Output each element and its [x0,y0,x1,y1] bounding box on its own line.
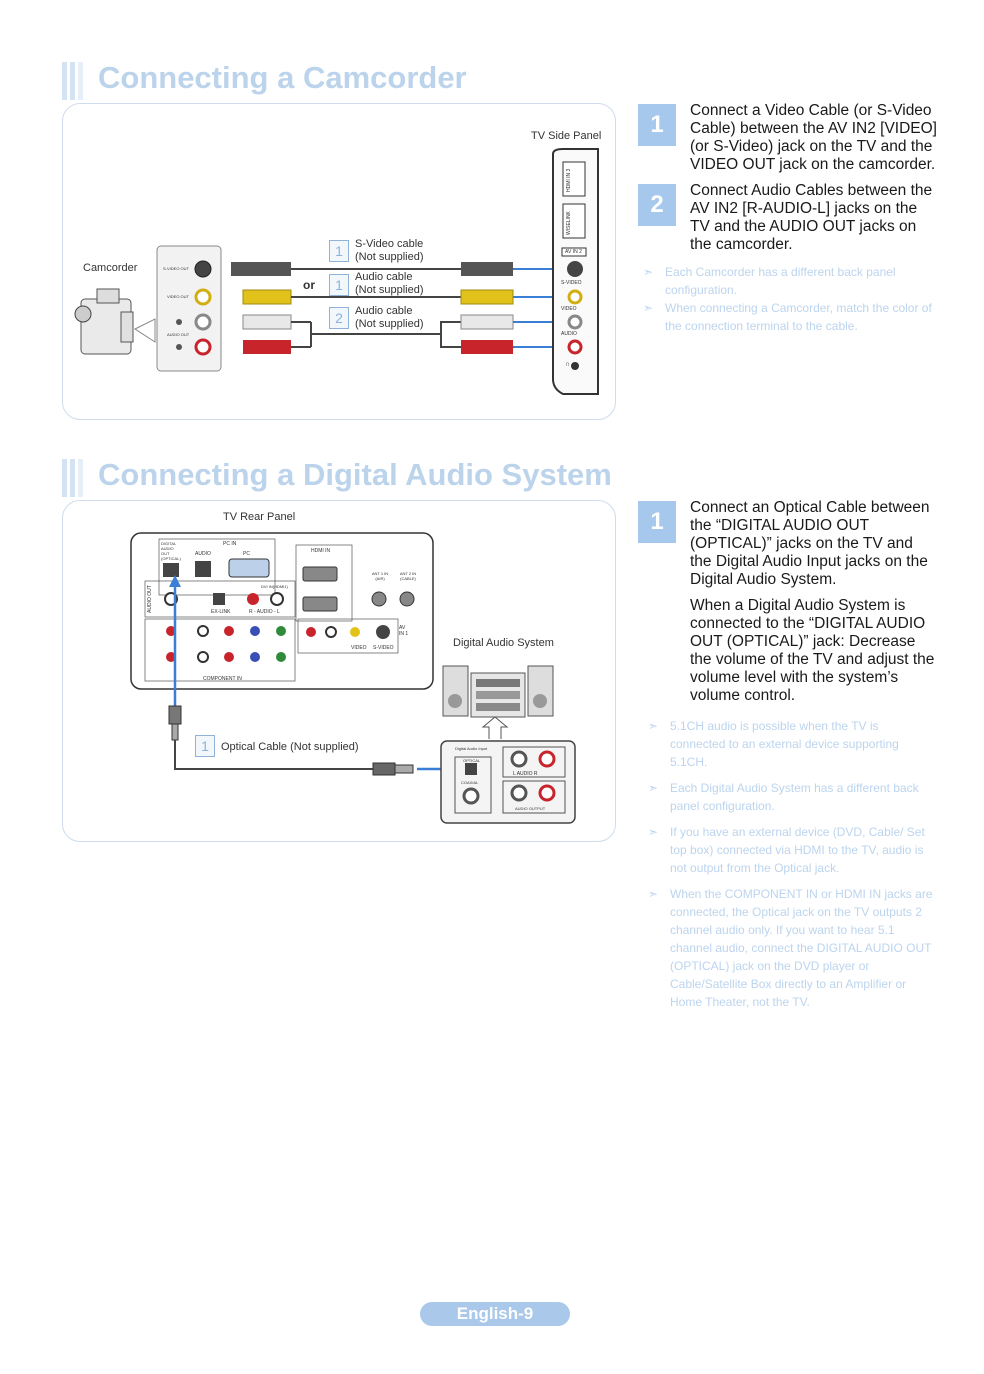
optical-cable-number: 1 [195,735,215,757]
cable-1-svideo-line1: S-Video cable [355,238,424,250]
rear-ant2-label: ANT 2 IN (CABLE) [399,571,417,581]
tv-svideo-label: S-VIDEO [561,280,582,286]
das-coaxial-label: COAXIAL [461,780,479,785]
note-arrow-icon: ➣ [648,825,659,839]
step-number-badge: 1 [638,104,676,146]
tv-wiselink-label: WISELINK [566,211,572,235]
camcorder-diagram-panel: ∩ TV Side Panel Camcorder S-VIDEO OUT VI… [62,103,616,420]
rear-audio-rl-label: R - AUDIO - L [249,609,280,615]
page-number-badge: English-9 [420,1302,570,1326]
note-text: If you have an external device (DVD, Cab… [670,825,925,875]
step-text: Connect a Video Cable (or S-Video Cable)… [690,102,937,173]
section-2-heading: Connecting a Digital Audio System [98,457,612,492]
step-number-badge: 1 [638,501,676,543]
section-1-heading: Connecting a Camcorder [98,60,467,95]
das-lr-label: L AUDIO R [513,771,538,777]
das-input-label: Digital Audio Input [455,746,488,751]
tv-audio-label: AUDIO [561,331,577,337]
rear-av-in-label: AV IN 1 [399,625,409,637]
rear-s-video-label: S-VIDEO [373,645,394,651]
rear-pc-in-label: PC IN [223,541,237,547]
digital-audio-system-illustration [442,665,554,739]
camcorder-jack-panel [156,245,222,372]
tv-rear-panel-label: TV Rear Panel [223,511,296,523]
cable-1-svideo-line2: (Not supplied) [355,251,424,263]
note-arrow-icon: ➣ [648,887,659,901]
digital-audio-diagram [130,532,576,824]
step-number-badge: 2 [638,184,676,226]
digital-audio-diagram-panel: TV Rear Panel DIGITAL AUDIO OUT (OPTICAL… [62,500,616,842]
tv-video-label: VIDEO [561,306,577,312]
rear-audio-out-label: AUDIO OUT [147,585,153,613]
note-text: When the COMPONENT IN or HDMI IN jacks a… [670,887,933,1009]
rear-ex-link-label: EX-LINK [211,609,231,615]
step-text: Connect an Optical Cable between the “DI… [690,499,930,588]
camcorder-label: Camcorder [83,262,138,274]
rear-audio-label: AUDIO [195,551,211,557]
cable-1-audio-line2: (Not supplied) [355,284,424,296]
camcorder-jack-audio-label: AUDIO OUT [167,332,190,337]
cable-1-svideo-number: 1 [329,240,349,262]
rear-digital-audio-out-label: DIGITAL AUDIO OUT (OPTICAL) [161,541,181,561]
camcorder-jack-video-label: VIDEO OUT [167,294,190,299]
note-arrow-icon: ➣ [643,265,654,279]
cable-1-audio-line1: Audio cable [355,271,413,283]
tv-av-in2-label: AV IN 2 [565,249,582,255]
step-text-continued: When a Digital Audio System is connected… [690,597,935,704]
note-arrow-icon: ➣ [648,781,659,795]
rear-dvi-in-label: DVI IN(HDMI1) [261,584,288,589]
note-text: Each Digital Audio System has a differen… [670,781,919,813]
das-audio-output-label: AUDIO OUTPUT [515,806,546,811]
camcorder-diagram: ∩ [74,148,599,395]
tv-hdmi-label: HDMI IN 3 [566,168,572,192]
rear-ant1-label: ANT 1 IN (AIR) [371,571,389,581]
camcorder-illustration [74,288,156,355]
rear-component-in-label: COMPONENT IN [203,676,242,682]
note-text: Each Camcorder has a different back pane… [665,265,896,297]
cable-1-audio-number: 1 [329,274,349,296]
or-label: or [303,278,315,292]
cable-2-audio-line1: Audio cable [355,305,413,317]
svg-text:∩: ∩ [565,361,570,368]
note-text: 5.1CH audio is possible when the TV is c… [670,719,899,769]
digital-audio-system-label: Digital Audio System [453,637,554,649]
camcorder-jack-svideo-label: S-VIDEO OUT [163,266,190,271]
tv-side-panel-label: TV Side Panel [531,130,602,142]
step-text: Connect Audio Cables between the AV IN2 … [690,182,933,253]
rear-video-label: VIDEO [351,645,367,651]
note-text: When connecting a Camcorder, match the c… [665,301,932,333]
das-optical-label: OPTICAL [463,758,481,763]
note-arrow-icon: ➣ [643,301,654,315]
note-arrow-icon: ➣ [648,719,659,733]
cable-2-audio-line2: (Not supplied) [355,318,424,330]
rear-pc-label: PC [243,551,250,557]
optical-cable-label: Optical Cable (Not supplied) [221,741,359,753]
cable-2-audio-number: 2 [329,307,349,329]
rear-hdmi-in-label: HDMI IN [311,548,331,554]
